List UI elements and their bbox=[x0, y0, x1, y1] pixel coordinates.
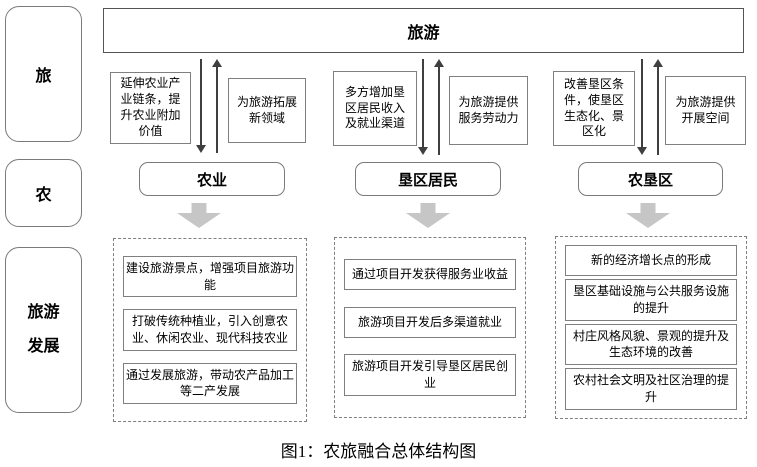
row-label-agriculture-text: 农 bbox=[35, 187, 52, 204]
tourism-box: 旅游 bbox=[103, 8, 744, 53]
row-label-tourism: 旅 bbox=[5, 6, 82, 142]
outcome-box: 建设旅游景点，增强项目旅游功能 bbox=[123, 255, 297, 298]
entity-residents-text: 垦区居民 bbox=[397, 171, 458, 189]
outcome-box: 村庄风格风貌、景观的提升及生态环境的改善 bbox=[565, 323, 737, 366]
row-label-tourism-development-text: 旅游 发展 bbox=[27, 304, 60, 355]
outcome-box: 通过项目开发获得服务业收益 bbox=[344, 259, 516, 291]
outcome-box: 新的经济增长点的形成 bbox=[565, 245, 737, 277]
note-residents-benefit: 多方增加垦区居民收入及就业渠道 bbox=[333, 71, 417, 146]
note-agriculture-benefit: 延伸农业产业链条，提升农业附加价值 bbox=[110, 72, 191, 144]
figure-caption: 图1：农旅融合总体结构图 bbox=[280, 442, 477, 461]
tourism-box-text: 旅游 bbox=[407, 24, 440, 42]
row-label-agriculture: 农 bbox=[5, 159, 82, 227]
down-arrow-icon bbox=[418, 59, 428, 155]
entity-agriculture: 农业 bbox=[139, 162, 285, 196]
outcome-box: 垦区基础设施与公共服务设施的提升 bbox=[565, 279, 737, 321]
outcome-box: 旅游项目开发后多渠道就业 bbox=[344, 306, 516, 338]
note-area-benefit: 改善垦区条件，使垦区生态化、景区化 bbox=[553, 71, 635, 146]
down-arrow-icon bbox=[637, 59, 647, 155]
outcome-box: 农村社会文明及社区治理的提升 bbox=[565, 368, 737, 410]
entity-reclamation-area-text: 农垦区 bbox=[627, 171, 673, 189]
note-residents-contribution: 为旅游提供服务劳动力 bbox=[449, 76, 528, 145]
note-agriculture-contribution: 为旅游拓展新领域 bbox=[228, 78, 306, 143]
note-area-contribution: 为旅游提供开展空间 bbox=[665, 76, 746, 145]
entity-reclamation-area: 农垦区 bbox=[578, 162, 723, 196]
outcomes-residents: 通过项目开发获得服务业收益旅游项目开发后多渠道就业旅游项目开发引导垦区居民创业 bbox=[334, 237, 526, 418]
up-arrow-icon bbox=[212, 59, 222, 153]
up-arrow-icon bbox=[434, 59, 444, 155]
outcome-box: 通过发展旅游，带动农产品加工等二产发展 bbox=[123, 362, 297, 405]
row-label-tourism-text: 旅 bbox=[35, 68, 52, 85]
outcome-box: 旅游项目开发引导垦区居民创业 bbox=[344, 354, 516, 396]
down-arrow-icon bbox=[196, 59, 206, 153]
outcomes-agriculture: 建设旅游景点，增强项目旅游功能打破传统种植业，引入创意农业、休闲农业、现代科技农… bbox=[113, 238, 307, 422]
block-down-arrow-icon bbox=[406, 203, 450, 229]
entity-residents: 垦区居民 bbox=[355, 162, 501, 196]
entity-agriculture-text: 农业 bbox=[196, 171, 227, 189]
block-down-arrow-icon bbox=[177, 203, 221, 229]
outcome-box: 打破传统种植业，引入创意农业、休闲农业、现代科技农业 bbox=[123, 309, 297, 351]
outcomes-reclamation-area: 新的经济增长点的形成垦区基础设施与公共服务设施的提升村庄风格风貌、景观的提升及生… bbox=[555, 236, 747, 419]
up-arrow-icon bbox=[653, 59, 663, 155]
row-label-tourism-development: 旅游 发展 bbox=[5, 247, 82, 413]
block-down-arrow-icon bbox=[626, 203, 670, 229]
